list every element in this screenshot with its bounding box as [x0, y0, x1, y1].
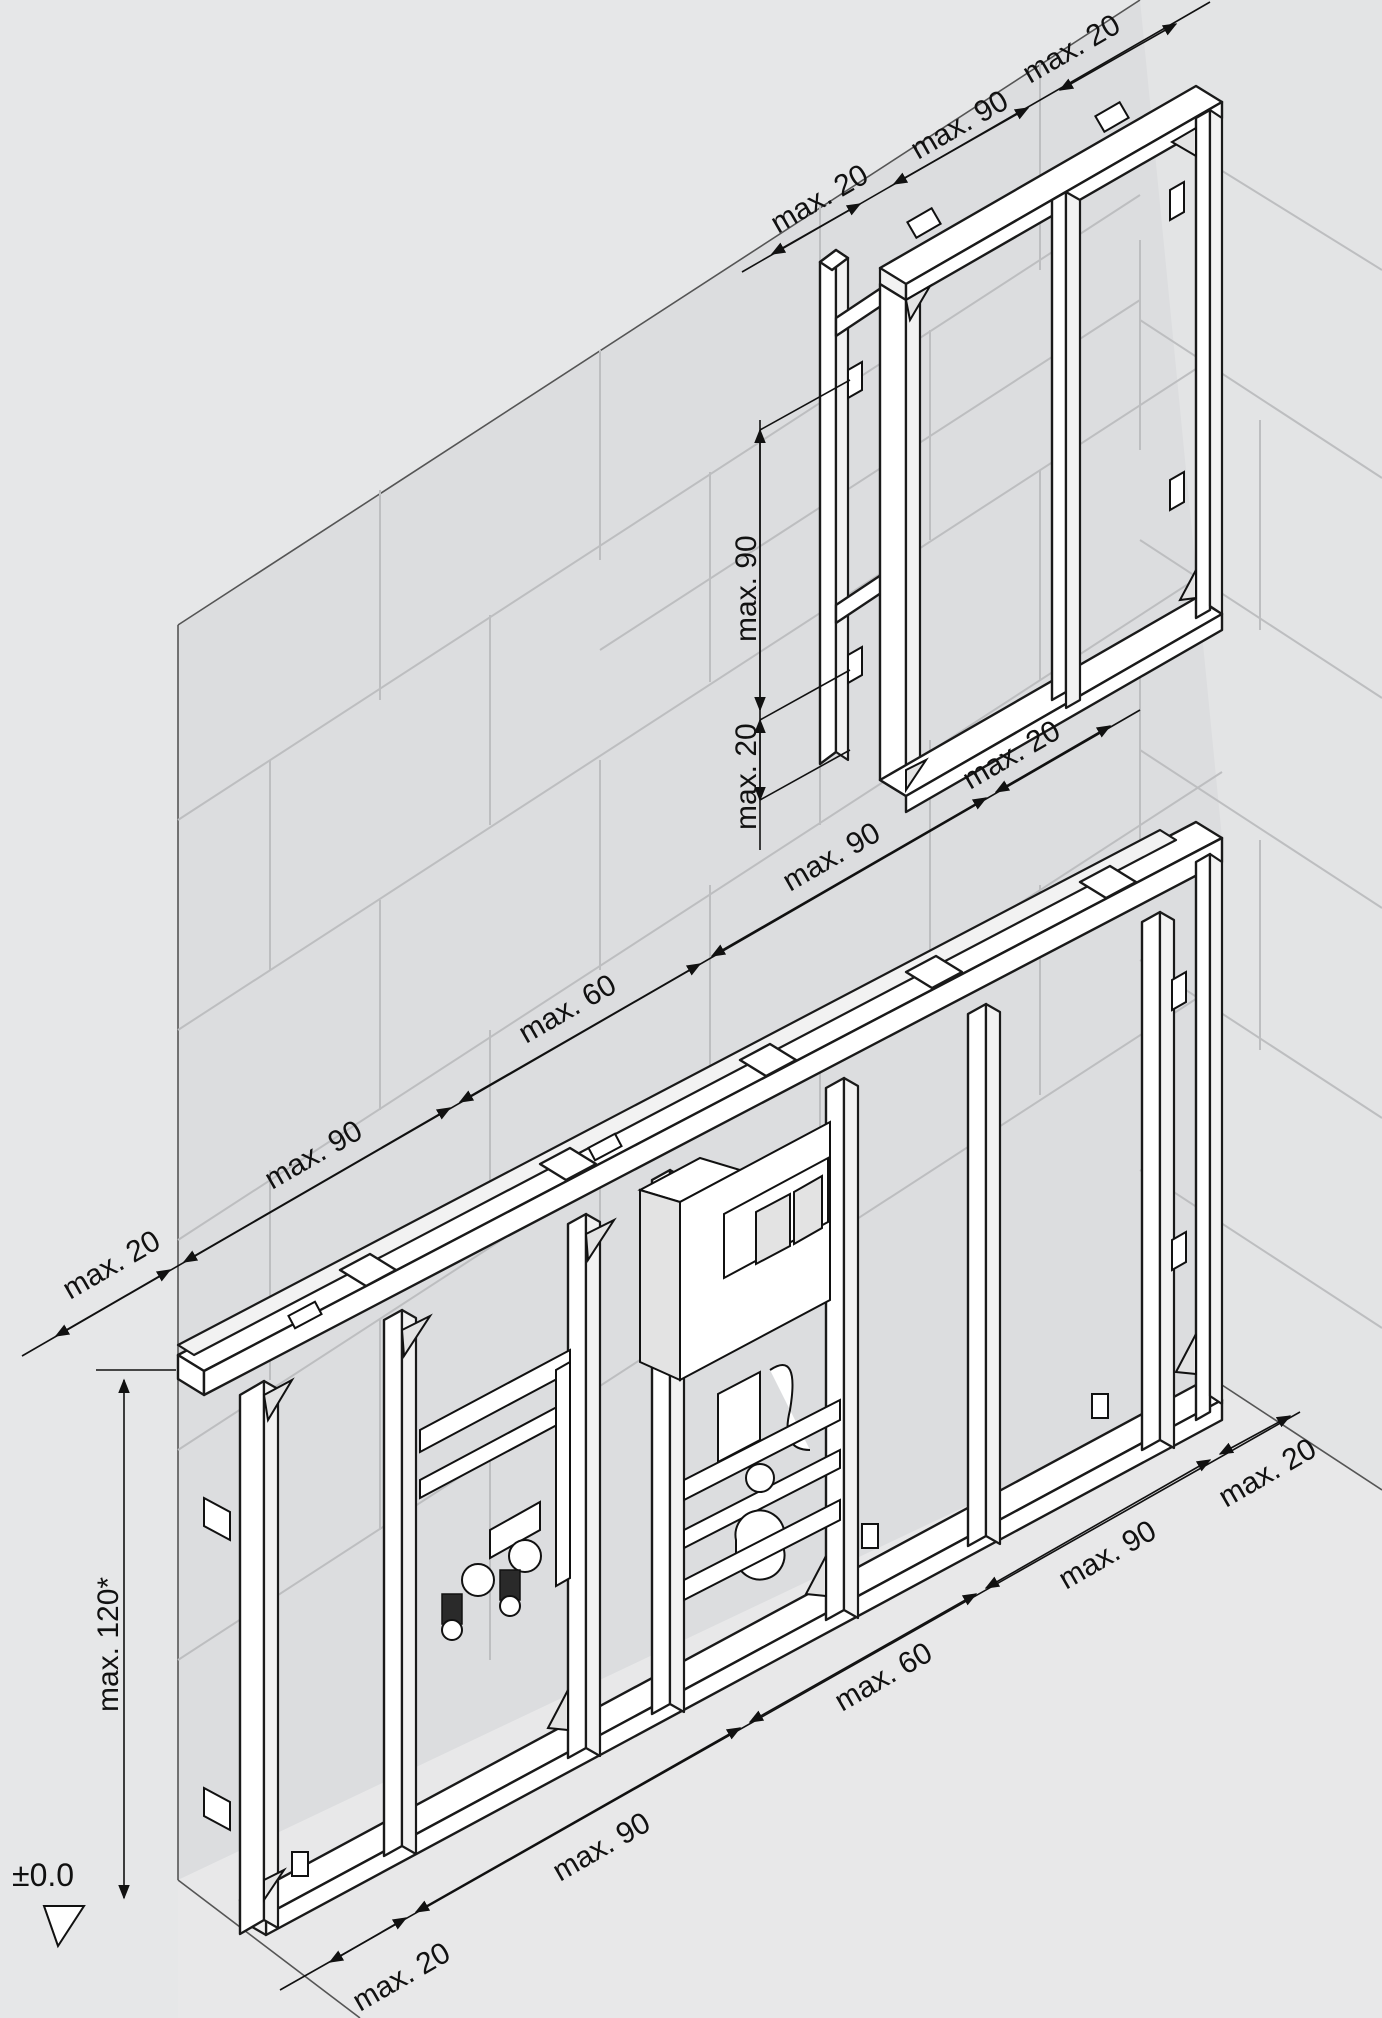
upper-frame — [818, 84, 1224, 814]
level-marker: ±0.0 — [12, 1857, 86, 1949]
level-triangle-icon — [42, 1905, 86, 1949]
dimension-lines — [21, 1, 1301, 1991]
washbasin-module — [419, 1348, 571, 1641]
dim-upper-vertical-20: max. 20 — [730, 723, 763, 830]
dim-upper-vertical-90: max. 90 — [730, 535, 763, 642]
dim-height-120: max. 120* — [92, 1577, 125, 1712]
wc-cistern-module — [637, 1120, 841, 1602]
level-marker-text: ±0.0 — [12, 1857, 74, 1893]
